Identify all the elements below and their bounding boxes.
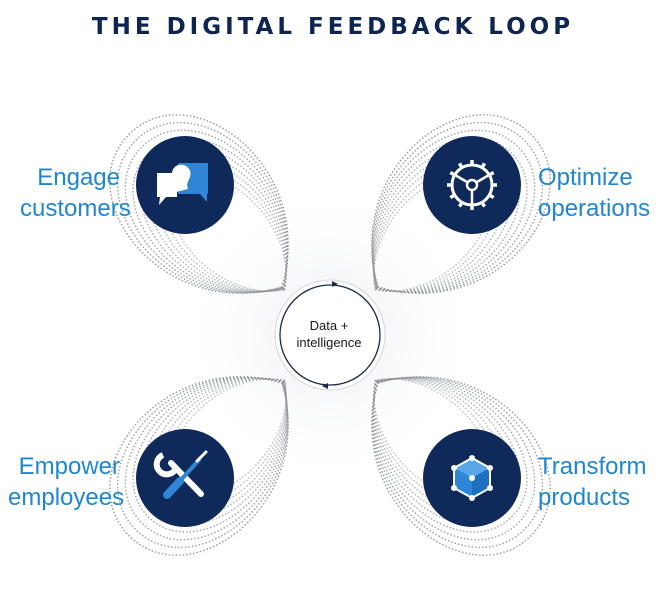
dotted-loop-ring bbox=[147, 377, 288, 518]
center-label: Data + intelligence bbox=[274, 317, 384, 351]
label-line1: Engage bbox=[37, 164, 120, 191]
dotted-loop-ring bbox=[371, 129, 536, 294]
dotted-loop-ring bbox=[373, 378, 505, 510]
dotted-loop-ring bbox=[170, 378, 287, 495]
label-line2: customers bbox=[20, 195, 131, 222]
dotted-loop-ring bbox=[373, 378, 490, 495]
dotted-loop-ring bbox=[170, 175, 287, 292]
center-label-line1: Data + bbox=[309, 318, 349, 333]
label-empower-employees: Empower employees bbox=[8, 451, 125, 513]
dotted-loop-ring bbox=[124, 129, 289, 294]
diagram-title: THE DIGITAL FEEDBACK LOOP bbox=[91, 14, 575, 40]
dotted-loop-ring bbox=[372, 377, 528, 533]
dotted-loop-ring bbox=[109, 114, 289, 294]
label-transform-products: Transform products bbox=[538, 451, 663, 513]
node-circle bbox=[423, 136, 521, 234]
wheel-tooth bbox=[457, 162, 463, 168]
node-engage-customers bbox=[136, 136, 234, 234]
wheel-tooth bbox=[449, 194, 455, 200]
dotted-loop-ring bbox=[372, 377, 513, 518]
label-line2: products bbox=[538, 484, 631, 511]
steering-wheel-icon bbox=[447, 160, 497, 210]
label-line1: Optimize bbox=[538, 164, 633, 191]
cube-icon bbox=[451, 455, 493, 501]
dotted-loop-ring bbox=[124, 376, 289, 541]
wheel-tooth bbox=[489, 194, 495, 200]
label-line2: employees bbox=[8, 484, 125, 511]
dotted-loop-ring bbox=[373, 160, 505, 292]
dotted-loop-ring bbox=[371, 376, 536, 541]
wrench-screwdriver-icon bbox=[153, 450, 208, 499]
node-empower-employees bbox=[136, 429, 234, 527]
center-hub-circle bbox=[274, 279, 386, 391]
dotted-loops bbox=[109, 114, 551, 556]
dotted-loop-ring bbox=[132, 377, 288, 533]
node-optimize-operations bbox=[423, 136, 521, 234]
label-engage-customers: Engage customers bbox=[20, 162, 131, 224]
dotted-loop-ring bbox=[371, 114, 551, 294]
dotted-loop-ring bbox=[109, 376, 289, 556]
wheel-tooth bbox=[481, 202, 487, 208]
dotted-loop-ring bbox=[116, 121, 289, 294]
dotted-loop-ring bbox=[155, 160, 287, 292]
dotted-loop-ring bbox=[372, 137, 528, 293]
dotted-loop-ring bbox=[116, 376, 289, 549]
center-hub bbox=[274, 279, 386, 391]
dotted-loop-ring bbox=[371, 121, 544, 294]
label-line1: Transform bbox=[538, 453, 647, 480]
wheel-tooth bbox=[489, 170, 495, 176]
node-transform-products bbox=[423, 429, 521, 527]
wheel-tooth bbox=[457, 202, 463, 208]
label-line2: operations bbox=[538, 195, 651, 222]
wheel-tooth bbox=[481, 162, 487, 168]
dotted-loop-ring bbox=[155, 378, 287, 510]
dotted-loop-ring bbox=[373, 175, 490, 292]
center-label-line2: intelligence bbox=[296, 335, 362, 350]
dotted-loop-ring bbox=[147, 152, 288, 293]
dotted-loop-ring bbox=[371, 376, 544, 549]
center-cycle-ring bbox=[279, 284, 381, 386]
dotted-loop-ring bbox=[372, 152, 513, 293]
label-line1: Empower bbox=[18, 453, 120, 480]
wheel-tooth bbox=[449, 170, 455, 176]
cycle-arrow-bottom-icon bbox=[322, 383, 328, 389]
dotted-loop-ring bbox=[371, 376, 551, 556]
label-optimize-operations: Optimize operations bbox=[538, 162, 663, 224]
chat-bubbles-icon bbox=[157, 163, 208, 205]
cycle-arrow-top-icon bbox=[332, 281, 338, 287]
